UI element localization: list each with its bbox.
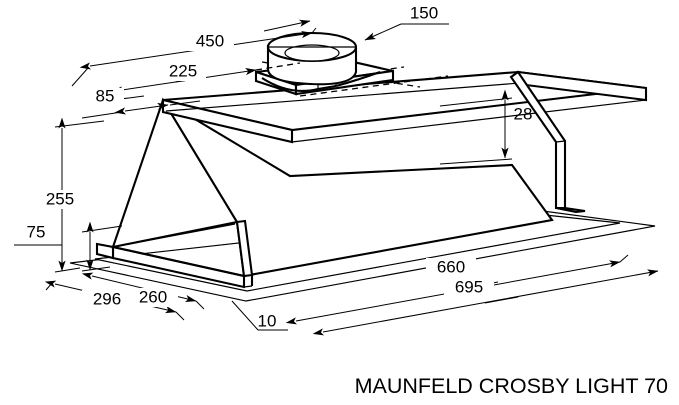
dimension-10-leader-line bbox=[231, 300, 259, 331]
dimension-450-ext-right bbox=[311, 27, 317, 34]
top-flange-inner-front-line bbox=[291, 99, 647, 143]
dimension-450-label: 450 bbox=[196, 31, 224, 50]
dimension-260: 260 bbox=[81, 272, 205, 310]
dimension-695-leader bbox=[484, 296, 519, 304]
dimension-85-ext-left bbox=[81, 111, 123, 119]
dimension-85: 85 bbox=[81, 86, 201, 119]
dimension-85-label: 85 bbox=[96, 86, 115, 105]
dimension-150: 150 bbox=[263, 3, 449, 41]
dimension-695-label: 695 bbox=[455, 277, 483, 296]
dimension-660-ext-right bbox=[619, 254, 629, 263]
dimension-255-ext-top bbox=[54, 120, 105, 128]
duct-transition-web-center bbox=[317, 84, 337, 91]
dimension-28-ext-bottom bbox=[439, 158, 513, 165]
dimension-225-label: 225 bbox=[169, 61, 197, 80]
dimension-85-label-bg bbox=[90, 88, 124, 107]
dimension-260-ext-right bbox=[195, 300, 205, 310]
dimension-225-ext-dashed bbox=[255, 62, 301, 71]
dimension-75-label-bg bbox=[18, 223, 54, 242]
drawing-title: MAUNFELD CROSBY LIGHT 70 bbox=[355, 374, 668, 398]
dimension-695: 695 bbox=[312, 269, 659, 336]
dimension-75: 75 bbox=[14, 221, 123, 272]
dimension-10: 10 bbox=[231, 300, 288, 331]
dimension-255: 255 255 bbox=[36, 117, 105, 273]
dimension-450-ext-left bbox=[71, 67, 89, 87]
dimension-225-label-bg bbox=[160, 62, 206, 81]
dimension-450: 450 bbox=[71, 27, 317, 87]
dimension-660-label: 660 bbox=[437, 257, 465, 276]
dimension-255-label-bg bbox=[36, 190, 84, 209]
dimension-296-label: 296 bbox=[93, 289, 121, 308]
dimension-255-ext-bottom bbox=[54, 267, 81, 273]
dimension-75-ext-bottom bbox=[81, 266, 111, 272]
lower-box-top-edge bbox=[112, 245, 245, 278]
lower-box-front-bottom-edge bbox=[243, 285, 253, 288]
dimension-28-label: 28 bbox=[514, 104, 533, 123]
dimension-296-ext-right bbox=[175, 311, 185, 321]
top-flange-inner-rear-line bbox=[165, 82, 521, 112]
dimension-150-line-left bbox=[263, 19, 311, 32]
dimension-28: 28 bbox=[439, 89, 533, 165]
right-support-arm-foot bbox=[555, 206, 586, 214]
lower-box-left-bottom-edge bbox=[96, 253, 114, 259]
dimension-10-label: 10 bbox=[258, 311, 277, 330]
dimension-85-line bbox=[114, 102, 169, 115]
dimension-296-ext-left bbox=[45, 282, 53, 291]
dimension-695-label-bg bbox=[444, 278, 494, 297]
duct-transition-web-right bbox=[335, 71, 381, 88]
hidden-flange-rear-line bbox=[299, 75, 449, 97]
duct-transition-web-left bbox=[261, 77, 319, 92]
base-detail-lines bbox=[96, 253, 254, 288]
dimension-150-leader-line bbox=[364, 23, 402, 41]
dimension-75-label: 75 bbox=[27, 222, 46, 241]
dimension-260-label: 260 bbox=[139, 287, 167, 306]
lower-box-left-top-edge bbox=[96, 243, 114, 248]
hood-body bbox=[111, 97, 554, 278]
dimension-85-ext-right bbox=[169, 100, 201, 106]
product-geometry bbox=[69, 31, 656, 302]
dimension-255-label-fg: 255 bbox=[46, 189, 74, 208]
dimension-450-label-bg bbox=[186, 32, 234, 51]
dimension-150-label: 150 bbox=[410, 3, 438, 22]
dimension-75-ext-top bbox=[81, 225, 123, 233]
right-support-arm-knee bbox=[555, 140, 566, 143]
dimension-260-label-bg bbox=[128, 288, 178, 307]
right-support-arm bbox=[509, 70, 586, 214]
dimension-28-ext-top bbox=[439, 97, 513, 107]
dimension-225: 225 bbox=[99, 61, 301, 96]
